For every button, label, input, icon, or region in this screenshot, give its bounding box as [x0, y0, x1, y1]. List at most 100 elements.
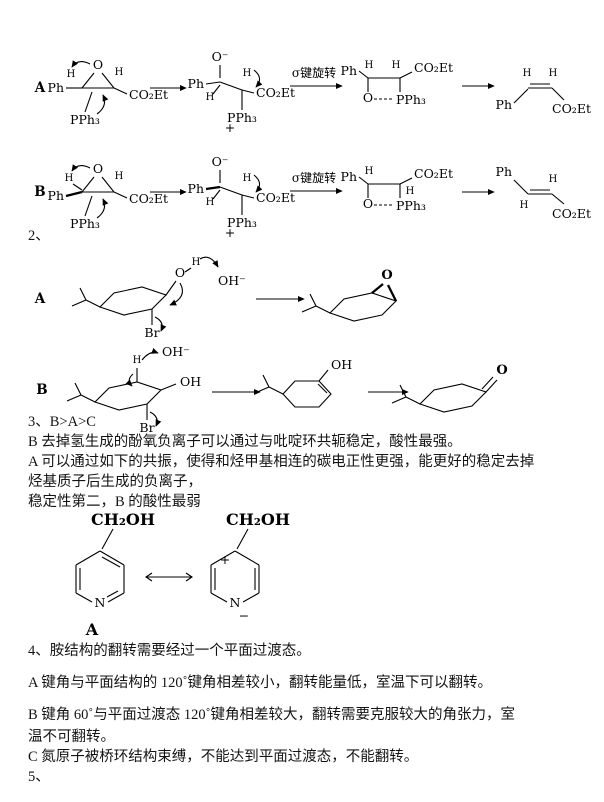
- scheme-label: B: [36, 382, 47, 398]
- h-label: H: [549, 68, 558, 79]
- n-label: N: [230, 595, 241, 610]
- text-line: A 可以通过如下的共振，使得和烃甲基相连的碳电正性更强，能更好的稳定去掉: [28, 454, 535, 470]
- sigma-rotation-label: σ键旋转: [292, 170, 336, 185]
- enol-cyclohexene: OH: [254, 357, 352, 408]
- h-label: H: [392, 60, 401, 71]
- h-label: H: [549, 174, 558, 185]
- co2et-label: CO₂Et: [129, 87, 168, 102]
- scheme-label: A: [34, 291, 46, 307]
- epoxide-reactant: O H Ph H CO₂Et PPh₃: [48, 161, 168, 231]
- ketone-chair-product: O: [391, 363, 508, 413]
- oxaphosphetane-intermediate: O PPh₃ Ph H CO₂Et H: [341, 166, 453, 213]
- pph3-label: PPh₃: [227, 215, 257, 230]
- ph-label: Ph: [496, 97, 512, 112]
- curved-arrow: [71, 60, 91, 68]
- o-label: O: [381, 268, 392, 283]
- sigma-rotation-label: σ键旋转: [292, 65, 336, 80]
- oh-label: OH: [331, 357, 352, 372]
- betaine-intermediate: O⁻ Ph H H CO₂Et PPh₃ +: [188, 154, 295, 240]
- plus-charge: +: [220, 552, 230, 567]
- curved-arrow: [253, 69, 263, 88]
- h-label: H: [67, 69, 76, 80]
- h-label: H: [520, 200, 529, 211]
- text-line: A 键角与平面结构的 120˚键角相差较小，翻转能量低，室温下可以翻转。: [28, 675, 492, 691]
- pph3-label: PPh₃: [396, 92, 426, 107]
- h-label: H: [206, 197, 215, 208]
- h-label: H: [523, 68, 532, 79]
- ph-label: Ph: [188, 181, 204, 196]
- h-label: H: [365, 166, 374, 177]
- bromohydrin-chair: O H Br: [71, 256, 219, 340]
- co2et-label: CO₂Et: [414, 166, 453, 181]
- scheme-label: A: [34, 80, 46, 96]
- pph3-label: PPh₃: [227, 110, 257, 125]
- bromo-alcohol-chair: H OH Br: [66, 347, 201, 435]
- curved-arrow: [96, 94, 109, 115]
- text-line: B 键角 60˚与平面过渡态 120˚键角相差较大，翻转需要克服较大的角张力，室: [28, 707, 515, 723]
- o-label: O: [363, 90, 373, 105]
- section-3-text: 3、B>A>C B 去掉氢生成的酚氧负离子可以通过与吡啶环共轭稳定，酸性最强。 …: [28, 412, 534, 512]
- h-label: H: [243, 173, 252, 184]
- h-label: H: [406, 186, 415, 197]
- pyridine-zwitterion: CH₂OH + N −: [210, 510, 290, 623]
- co2et-label: CO₂Et: [414, 60, 453, 75]
- h-label: H: [243, 68, 252, 79]
- pph3-label: PPh₃: [396, 198, 426, 213]
- h-label: H: [133, 355, 142, 366]
- hydroxide-label: OH⁻: [218, 273, 246, 288]
- scheme-label: B: [34, 184, 45, 200]
- n-label: N: [95, 595, 106, 610]
- curved-arrow: [169, 282, 183, 306]
- section-4-title: 4、胺结构的翻转需要经过一个平面过渡态。: [28, 643, 311, 659]
- text-line: C 氮原子被桥环结构束缚，不能达到平面过渡态，不能翻转。: [28, 749, 419, 765]
- scheme-2a: A O H Br OH⁻ O: [34, 256, 398, 340]
- oxaphosphetane-intermediate: O PPh₃ Ph H H CO₂Et: [341, 60, 453, 107]
- wittig-row-b: B O H Ph H CO₂Et PPh₃ O⁻ Ph H: [34, 154, 591, 240]
- text-line: 烃基质子后生成的负离子，: [28, 474, 202, 490]
- betaine-intermediate: O⁻ Ph H H CO₂Et PPh₃ +: [188, 49, 295, 135]
- o-label: O: [93, 161, 103, 176]
- plus-charge: +: [225, 120, 235, 135]
- ph-label: Ph: [48, 188, 64, 203]
- minus-charge: −: [239, 608, 249, 623]
- o-minus-label: O⁻: [212, 49, 229, 64]
- section-number: 2、: [28, 228, 50, 244]
- o-label: O: [496, 363, 507, 378]
- co2et-label: CO₂Et: [256, 190, 295, 205]
- z-alkene-product: Ph H H CO₂Et: [496, 68, 591, 116]
- o-minus-label: O⁻: [212, 154, 229, 169]
- e-alkene-product: Ph H H CO₂Et: [496, 164, 591, 221]
- h-label: H: [115, 67, 124, 78]
- co2et-label: CO₂Et: [552, 206, 591, 221]
- text-line: 稳定性第二，B 的酸性最弱: [28, 494, 201, 510]
- epoxide-reactant: O Ph H H CO₂Et PPh₃: [48, 57, 168, 127]
- ch2oh-label: CH₂OH: [91, 510, 155, 529]
- o-label: O: [175, 265, 185, 280]
- h-label: H: [115, 171, 124, 182]
- pyridine-neutral: CH₂OH N: [75, 510, 155, 610]
- co2et-label: CO₂Et: [256, 85, 295, 100]
- ph-label: Ph: [48, 80, 64, 95]
- section-2-number: 2、: [28, 226, 50, 246]
- section-3-title: 3、B>A>C: [28, 414, 96, 430]
- ph-label: Ph: [188, 76, 204, 91]
- pph3-label: PPh₃: [70, 216, 100, 231]
- text-line: 温不可翻转。: [28, 729, 115, 745]
- br-label: Br: [139, 420, 154, 435]
- hydroxide-label: OH⁻: [162, 344, 190, 359]
- pph3-label: PPh₃: [70, 112, 100, 127]
- ph-label: Ph: [341, 169, 357, 184]
- co2et-label: CO₂Et: [552, 101, 591, 116]
- resonance-arrow: [145, 572, 193, 582]
- wittig-row-a: A O Ph H H CO₂Et PPh₃ O⁻ Ph H H: [34, 49, 591, 135]
- curved-arrow: [149, 411, 162, 427]
- curved-arrow: [141, 347, 159, 361]
- h-label: H: [192, 257, 201, 268]
- curved-arrow: [71, 164, 91, 172]
- oh-label: OH: [180, 374, 201, 389]
- section-4-text: 4、胺结构的翻转需要经过一个平面过渡态。 A 键角与平面结构的 120˚键角相差…: [28, 641, 515, 787]
- o-label: O: [363, 196, 373, 211]
- structure-label-a: A: [85, 620, 99, 639]
- section-5-number: 5、: [28, 769, 50, 785]
- plus-charge: +: [225, 225, 235, 240]
